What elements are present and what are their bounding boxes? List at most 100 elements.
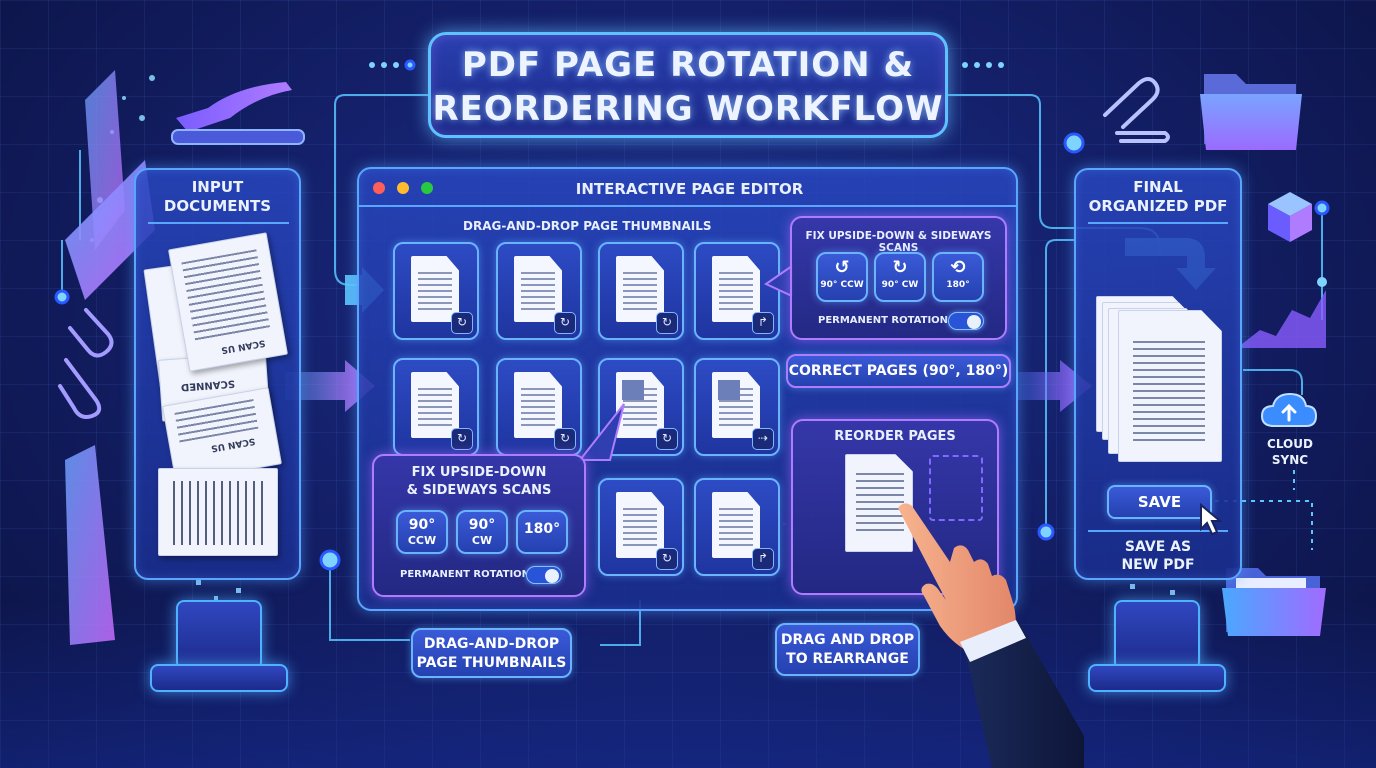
final-divider — [1088, 222, 1228, 224]
save-button[interactable]: SAVE — [1107, 485, 1212, 519]
organized-pdf-stack — [1096, 290, 1226, 468]
fix-heading-line-2: & SIDEWAYS SCANS — [406, 483, 552, 498]
title-line-2: REORDERING WORKFLOW — [432, 89, 944, 129]
save-as-new-pdf-button[interactable]: SAVE AS NEW PDF — [1076, 538, 1240, 574]
page-preview — [411, 256, 459, 322]
rotate-icon[interactable]: ↻ — [656, 312, 678, 334]
rotate-90-ccw-button[interactable]: ↺ 90° CCW — [816, 252, 868, 302]
fix-popup-bottom-heading: FIX UPSIDE-DOWN & SIDEWAYS SCANS — [374, 464, 584, 500]
scanned-pages-pile: SCANNED SCAN US SCAN US — [143, 232, 289, 566]
rotate-icon[interactable]: ↱ — [752, 548, 774, 570]
thumbnails-heading: DRAG-AND-DROP PAGE THUMBNAILS — [463, 219, 712, 233]
cloud-line-1: CLOUD — [1267, 437, 1313, 451]
drag-thumbnails-label: DRAG-AND-DROP PAGE THUMBNAILS — [411, 628, 572, 678]
editor-window-title: INTERACTIVE PAGE EDITOR — [575, 180, 804, 198]
decorative-wave — [1242, 290, 1326, 348]
cursor-icon — [1200, 503, 1223, 536]
page-lines — [856, 473, 904, 535]
permanent-rotation-label: PERMANENT ROTATION — [818, 315, 949, 326]
save-label: SAVE — [1137, 493, 1182, 511]
page-preview — [616, 256, 664, 322]
save-as-line-1: SAVE AS — [1124, 539, 1192, 555]
correct-pages-text: CORRECT PAGES (90°, 180°) — [788, 363, 1009, 379]
window-minimize-dot[interactable] — [397, 182, 409, 194]
page-lines — [181, 249, 271, 342]
rotate-180-button[interactable]: 180° — [516, 510, 568, 554]
paperclip-icon — [58, 308, 114, 419]
page-thumbnail[interactable]: ↻ — [496, 242, 582, 340]
rotate-icon[interactable]: ↻ — [554, 428, 576, 450]
ccw-line-1: 90° — [408, 517, 436, 533]
page-preview — [411, 372, 459, 438]
rotate-icon[interactable]: ↻ — [656, 548, 678, 570]
page-thumbnail[interactable]: ↻ — [393, 242, 479, 340]
page-preview — [616, 492, 664, 558]
decorative-crystal-shapes — [65, 70, 155, 645]
rotate-icon[interactable]: ↱ — [752, 312, 774, 334]
r180-line-1: 180° — [523, 521, 561, 537]
page-preview — [514, 256, 562, 322]
save-as-line-2: NEW PDF — [1121, 557, 1195, 573]
cube-icon — [1268, 192, 1312, 242]
page-preview — [712, 492, 760, 558]
drag-thumbnails-line-2: PAGE THUMBNAILS — [416, 655, 567, 671]
page-thumbnail[interactable]: ↱ — [694, 478, 780, 576]
page-thumbnail[interactable]: ↻ — [393, 358, 479, 456]
output-pedestal — [1114, 600, 1200, 670]
cloud-line-2: SYNC — [1271, 453, 1309, 467]
rotate-cw-label: 90° CW — [881, 280, 919, 290]
permanent-rotation-toggle[interactable] — [948, 312, 984, 330]
rotate-icon[interactable]: ↻ — [451, 312, 473, 334]
input-pedestal — [176, 600, 262, 670]
page-thumbnail[interactable]: ↱ — [694, 242, 780, 340]
editor-title-divider — [359, 205, 1016, 207]
paperclip-icon — [1103, 77, 1170, 143]
rotate-icon[interactable]: ↻ — [656, 428, 678, 450]
reorder-heading: REORDER PAGES — [834, 429, 956, 444]
page-preview — [514, 372, 562, 438]
window-close-dot[interactable] — [373, 182, 385, 194]
permanent-rotation-toggle[interactable] — [526, 566, 562, 584]
rotate-icon[interactable]: ↻ — [554, 312, 576, 334]
page-thumbnail[interactable]: ↻ — [598, 242, 684, 340]
cloud-sync-badge: CLOUD SYNC — [1254, 382, 1334, 472]
folder-icon — [1200, 74, 1302, 150]
fix-popup-heading: FIX UPSIDE-DOWN & SIDEWAYS SCANS — [805, 230, 992, 254]
rotate-180-icon: ⟲ — [950, 257, 966, 278]
input-label-line-1: INPUT — [191, 178, 244, 196]
save-divider — [1088, 530, 1228, 532]
rotate-icon[interactable]: ↻ — [451, 428, 473, 450]
dragged-page[interactable] — [845, 454, 913, 552]
page-thumbnail[interactable]: ↻ — [598, 478, 684, 576]
page-thumbnail[interactable]: ⇢ — [694, 358, 780, 456]
rotate-180-label: 180° — [946, 280, 970, 290]
cw-line-2: CW — [471, 534, 493, 547]
scanned-page: SCAN US — [167, 232, 289, 372]
rotate-ccw-label: 90° CCW — [820, 280, 864, 290]
drop-target-placeholder[interactable] — [929, 455, 983, 521]
pdf-page — [1118, 310, 1222, 462]
scan-text: SCANNED — [180, 377, 236, 393]
drag-thumbnails-line-1: DRAG-AND-DROP — [423, 636, 560, 652]
input-divider — [148, 222, 289, 224]
rotate-180-button[interactable]: ⟲ 180° — [932, 252, 984, 302]
rotate-icon[interactable]: ⇢ — [752, 428, 774, 450]
rotate-90-cw-button[interactable]: ↻ 90° CW — [874, 252, 926, 302]
scan-text: SCAN US — [220, 337, 266, 355]
rotate-90-cw-button[interactable]: 90° CW — [456, 510, 508, 554]
title-line-1: PDF PAGE ROTATION & — [461, 45, 915, 85]
window-maximize-dot[interactable] — [421, 182, 433, 194]
workflow-title: PDF PAGE ROTATION & REORDERING WORKFLOW — [428, 32, 948, 138]
final-label-line-2: ORGANIZED PDF — [1088, 197, 1228, 215]
input-panel-label: INPUT DOCUMENTS — [136, 178, 299, 216]
cw-line-1: 90° — [468, 517, 496, 533]
rotate-ccw-icon: ↺ — [834, 257, 850, 278]
page-lines — [1133, 341, 1205, 441]
correct-pages-label: CORRECT PAGES (90°, 180°) — [786, 354, 1011, 388]
scan-text: SCAN US — [210, 435, 256, 454]
permanent-rotation-label: PERMANENT ROTATION — [400, 569, 531, 580]
fix-scans-popup-top: FIX UPSIDE-DOWN & SIDEWAYS SCANS ↺ 90° C… — [790, 216, 1007, 340]
rotate-cw-icon: ↻ — [892, 257, 908, 278]
fix-heading-line-1: FIX UPSIDE-DOWN — [411, 465, 547, 480]
rotate-90-ccw-button[interactable]: 90° CCW — [396, 510, 448, 554]
